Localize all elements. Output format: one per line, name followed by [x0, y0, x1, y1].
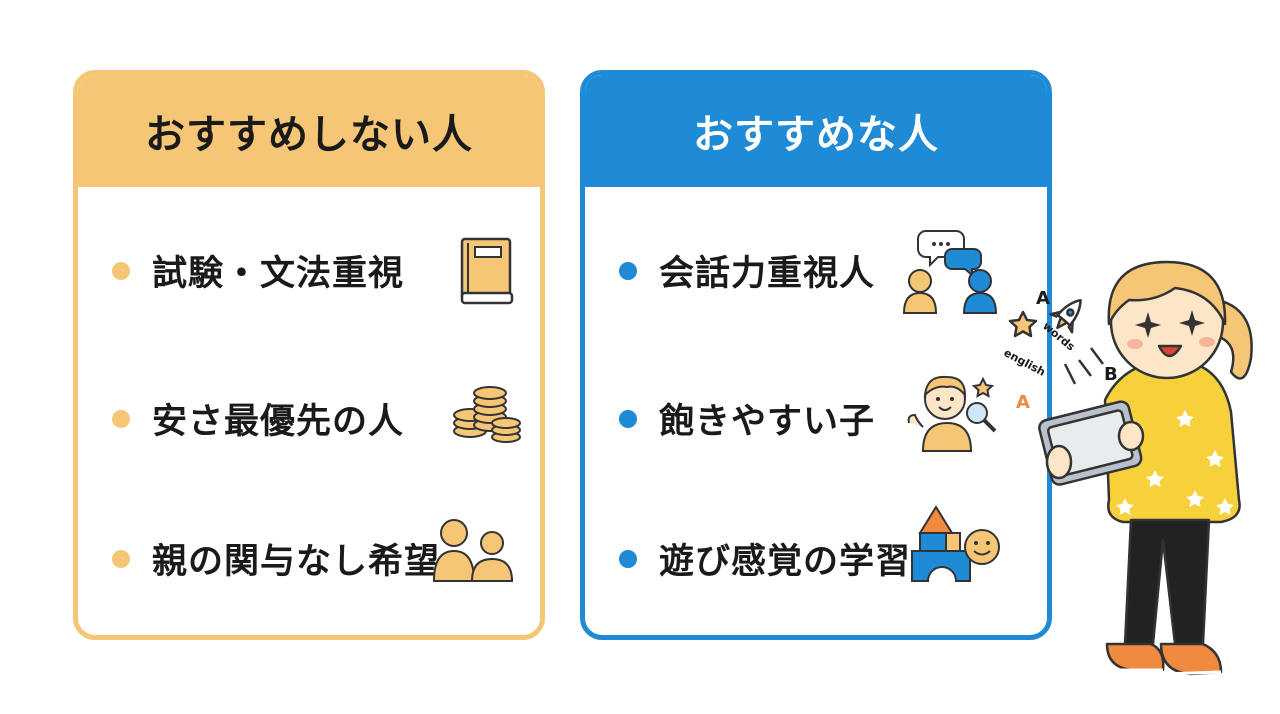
coins-icon — [453, 386, 521, 443]
item-label: 飽きやすい子 — [659, 402, 876, 442]
bullet-dot — [619, 549, 637, 568]
bullet-dot — [619, 261, 637, 280]
list-item: 親の関与なし希望 — [78, 533, 440, 584]
list-item: 飽きやすい子 — [585, 393, 875, 444]
bullet-dot — [112, 261, 130, 280]
conversation-icon — [902, 230, 998, 314]
floating-letter-a: A — [1036, 288, 1050, 309]
not-recommended-title: おすすめしない人 — [78, 75, 540, 187]
item-label: 遊び感覚の学習 — [659, 542, 912, 582]
bullet-dot — [112, 549, 130, 568]
people-icon — [432, 519, 514, 582]
book-icon — [460, 237, 514, 305]
not-recommended-card: おすすめしない人 試験・文法重視 安さ最優先の人 親の関与なし希望 — [73, 70, 545, 640]
list-item: 会話力重視人 — [585, 245, 875, 296]
recommended-title: おすすめな人 — [585, 75, 1047, 187]
bullet-dot — [619, 409, 637, 428]
girl-with-tablet-illustration — [1008, 260, 1253, 676]
curious-child-icon — [907, 375, 997, 452]
toy-blocks-icon — [911, 505, 1000, 582]
list-item: 試験・文法重視 — [78, 245, 404, 296]
item-label: 安さ最優先の人 — [152, 402, 405, 442]
item-label: 親の関与なし希望 — [152, 542, 441, 582]
item-label: 試験・文法重視 — [152, 254, 405, 294]
bullet-dot — [112, 409, 130, 428]
list-item: 安さ最優先の人 — [78, 393, 404, 444]
floating-letter-a-orange: A — [1016, 392, 1030, 413]
recommended-card: おすすめな人 会話力重視人 飽きやすい子 遊び感覚の学習 — [580, 70, 1052, 640]
item-label: 会話力重視人 — [659, 254, 876, 294]
list-item: 遊び感覚の学習 — [585, 533, 911, 584]
floating-letter-b: B — [1104, 364, 1118, 385]
